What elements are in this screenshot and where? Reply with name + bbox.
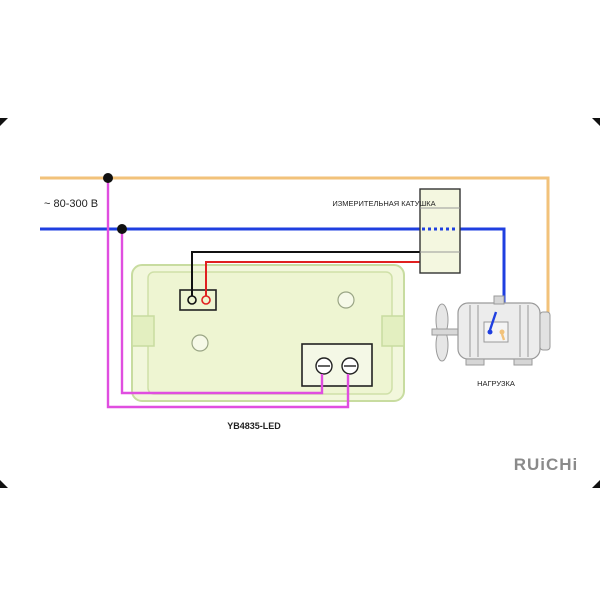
sense-wire-black [191,251,422,296]
supply-lead-phase [106,178,350,409]
junction-node-phase [103,173,113,183]
brand-logo: RUiCHi [514,455,579,474]
corner-mark [0,480,8,488]
supply-label: ~ 80-300 В [44,198,98,210]
corner-mark [0,118,8,126]
meter-screw-hole [191,334,209,352]
motor-shaft [431,328,459,336]
meter-screw-hole [337,291,355,309]
sense-wire-red [205,261,422,296]
power-terminal-block [301,343,373,387]
motor-terminal [487,329,493,335]
motor-foot [513,358,533,366]
corner-mark [592,480,600,488]
meter-model-label: YB4835-LED [227,421,281,431]
load-label: НАГРУЗКА [477,379,515,388]
neutral-wire-terminal [488,311,498,331]
meter-right-clip [381,315,405,347]
motor-end-cap [539,311,551,351]
junction-node-neutral [117,224,127,234]
measuring-coil [419,188,461,274]
supply-lead-neutral [120,229,324,395]
coil-label: ИЗМЕРИТЕЛЬНАЯ КАТУШКА [332,199,435,208]
meter-left-clip [131,315,155,347]
coil-box [419,188,461,274]
motor-terminal [499,329,505,335]
motor-lift-ring [493,295,505,305]
motor-foot [465,358,485,366]
corner-mark [592,118,600,126]
phase-wire-terminal [500,333,506,341]
meter [131,264,405,402]
